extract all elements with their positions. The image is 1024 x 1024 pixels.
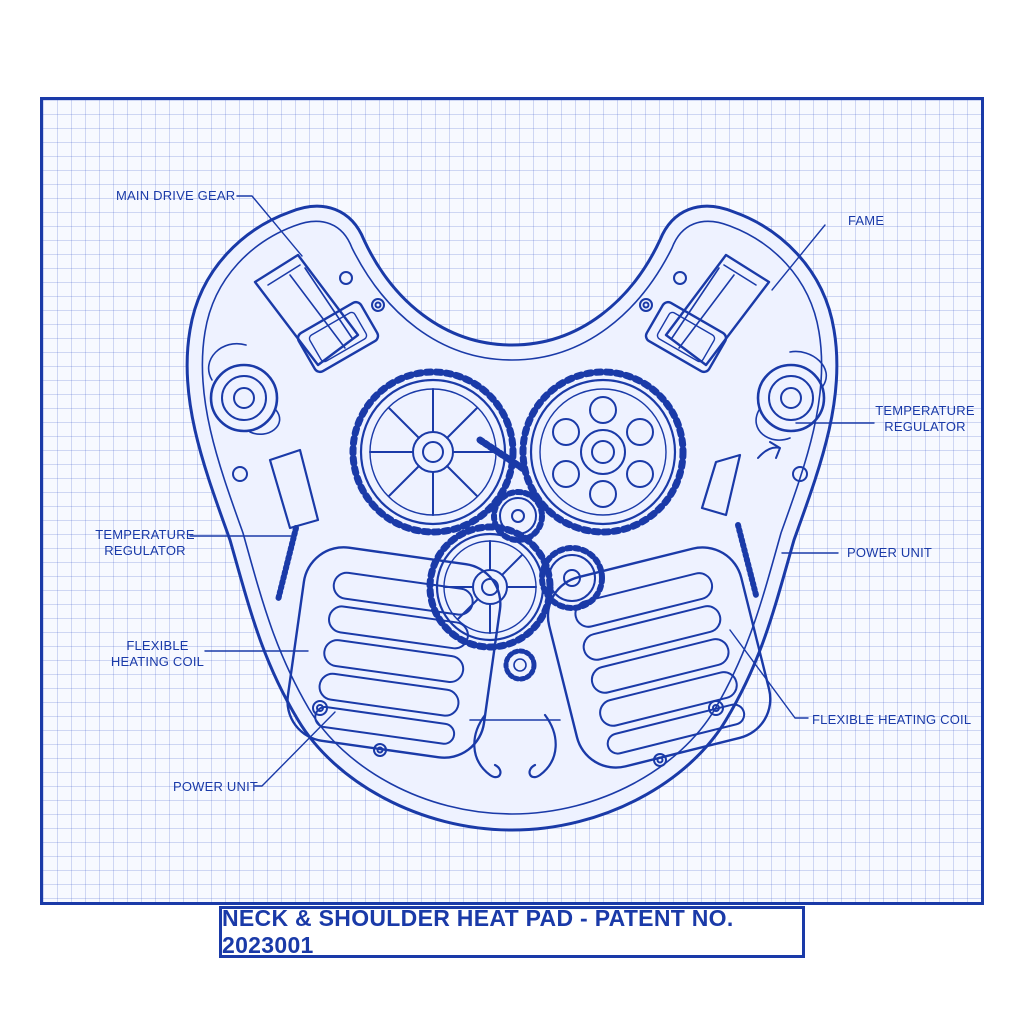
side-springs [268, 441, 781, 603]
label-flexible-heating-coil-left-line1: FLEXIBLE [126, 638, 189, 653]
label-power-unit-left: POWER UNIT [173, 779, 259, 794]
bottom-hooks [469, 713, 561, 779]
screw-holes [232, 271, 808, 767]
connector-right [644, 253, 771, 374]
heating-coil-right [546, 546, 772, 769]
temperature-regulator-left [207, 342, 281, 435]
label-fame: FAME [848, 213, 885, 228]
title-box: NECK & SHOULDER HEAT PAD - PATENT NO. 20… [219, 905, 805, 958]
label-flexible-heating-coil-right: FLEXIBLE HEATING COIL [812, 712, 972, 727]
main-drive-gear-left [349, 368, 517, 536]
label-temperature-regulator-right-line2: REGULATOR [884, 419, 966, 434]
label-flexible-heating-coil-left: FLEXIBLE HEATING COIL [100, 638, 215, 670]
label-temperature-regulator-right-line1: TEMPERATURE [875, 403, 975, 418]
label-temperature-regulator-right: TEMPERATURE REGULATOR [870, 403, 980, 435]
patent-title: NECK & SHOULDER HEAT PAD - PATENT NO. 20… [222, 905, 734, 958]
label-main-drive-gear: MAIN DRIVE GEAR [116, 188, 236, 203]
leader-lines [189, 195, 875, 787]
heating-coil-left [286, 546, 502, 759]
label-temperature-regulator-left: TEMPERATURE REGULATOR [90, 527, 200, 559]
connector-left [253, 253, 380, 374]
gear-right [519, 368, 687, 536]
label-flexible-heating-coil-left-line2: HEATING COIL [110, 654, 205, 669]
label-temperature-regulator-left-line1: TEMPERATURE [95, 527, 195, 542]
small-gears [476, 436, 605, 682]
label-power-unit-right: POWER UNIT [847, 545, 933, 560]
label-temperature-regulator-left-line2: REGULATOR [104, 543, 186, 558]
pad-inner-outline [201, 220, 823, 815]
temperature-regulator-right [755, 350, 828, 441]
